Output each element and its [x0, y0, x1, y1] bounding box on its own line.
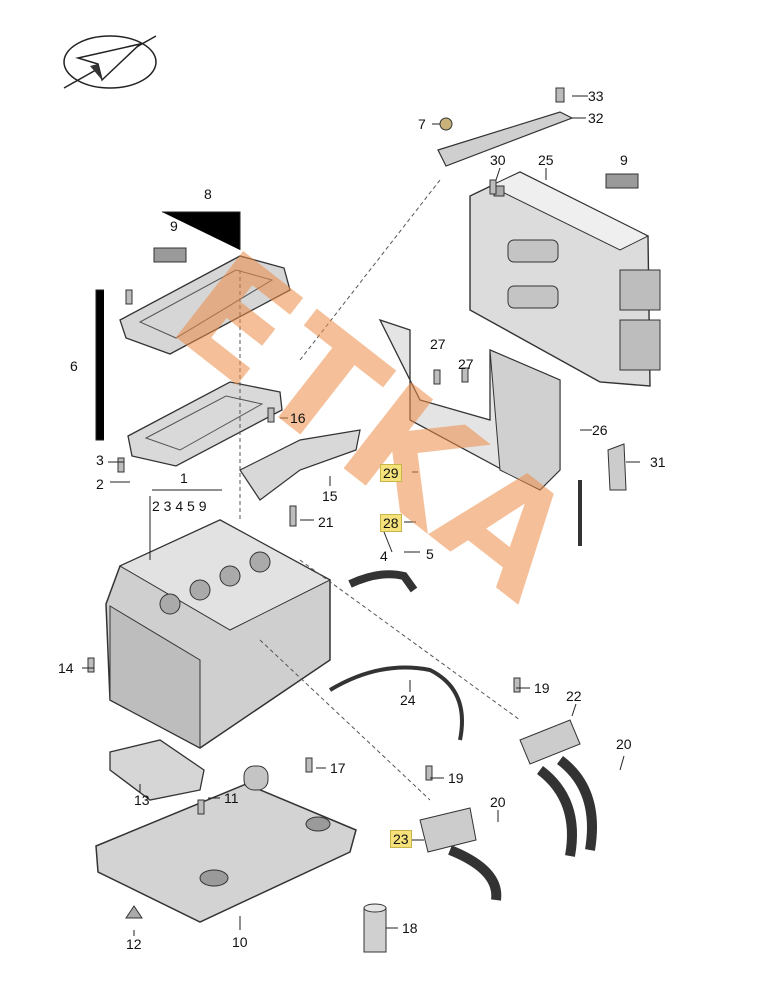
- connector-22: [519, 719, 597, 857]
- cover-plate-8: [119, 255, 291, 355]
- callout-24: 24: [400, 692, 416, 708]
- callout-20-a: 20: [616, 736, 632, 752]
- coolant-pipe-4: [348, 570, 418, 593]
- callout-23[interactable]: 23: [390, 830, 412, 848]
- callout-19-b: 19: [448, 770, 464, 786]
- callout-33: 33: [588, 88, 604, 104]
- bracket-15: [239, 429, 361, 501]
- callout-28[interactable]: 28: [380, 514, 402, 532]
- callout-27-b: 27: [458, 356, 474, 372]
- callout-32: 32: [588, 110, 604, 126]
- callout-subparts: 2 3 4 5 9: [152, 498, 207, 514]
- control-unit-25: [469, 171, 661, 387]
- callout-2: 2: [96, 476, 104, 492]
- callout-9: 9: [620, 152, 628, 168]
- callout-8: 8: [204, 186, 212, 202]
- callout-12: 12: [126, 936, 142, 952]
- bracket-frame-26: [378, 318, 627, 546]
- callout-22: 22: [566, 688, 582, 704]
- callout-10: 10: [232, 934, 248, 950]
- callout-9-cover: 9: [170, 218, 178, 234]
- tray-10: [95, 765, 357, 923]
- callout-6: 6: [70, 358, 78, 374]
- direction-arrow-icon: [63, 35, 157, 89]
- callout-7: 7: [418, 116, 426, 132]
- connector-23: [419, 807, 502, 901]
- callout-5: 5: [426, 546, 434, 562]
- callout-leaders: [82, 95, 640, 936]
- callout-19-a: 19: [534, 680, 550, 696]
- guide-lines: [239, 179, 521, 801]
- callout-30: 30: [490, 152, 506, 168]
- plug-18: [363, 903, 387, 953]
- main-housing-1: [105, 519, 332, 749]
- callout-18: 18: [402, 920, 418, 936]
- callout-3: 3: [96, 452, 104, 468]
- cap-12: [125, 905, 143, 919]
- callout-14: 14: [58, 660, 74, 676]
- callout-21: 21: [318, 514, 334, 530]
- callout-27-a: 27: [430, 336, 446, 352]
- callout-25: 25: [538, 152, 554, 168]
- callout-17: 17: [330, 760, 346, 776]
- callout-4: 4: [380, 548, 388, 564]
- callout-16: 16: [290, 410, 306, 426]
- wiring-harness-24: [328, 665, 464, 741]
- callout-11: 11: [224, 790, 239, 806]
- callout-13: 13: [134, 792, 150, 808]
- callout-20-b: 20: [490, 794, 506, 810]
- gasket-plate-6: [127, 381, 283, 467]
- callout-26: 26: [592, 422, 608, 438]
- callout-31: 31: [650, 454, 666, 470]
- bolts: [87, 179, 521, 815]
- callout-15: 15: [322, 488, 338, 504]
- callout-29[interactable]: 29: [380, 464, 402, 482]
- bracket-13: [109, 739, 205, 801]
- callout-1: 1: [180, 470, 188, 486]
